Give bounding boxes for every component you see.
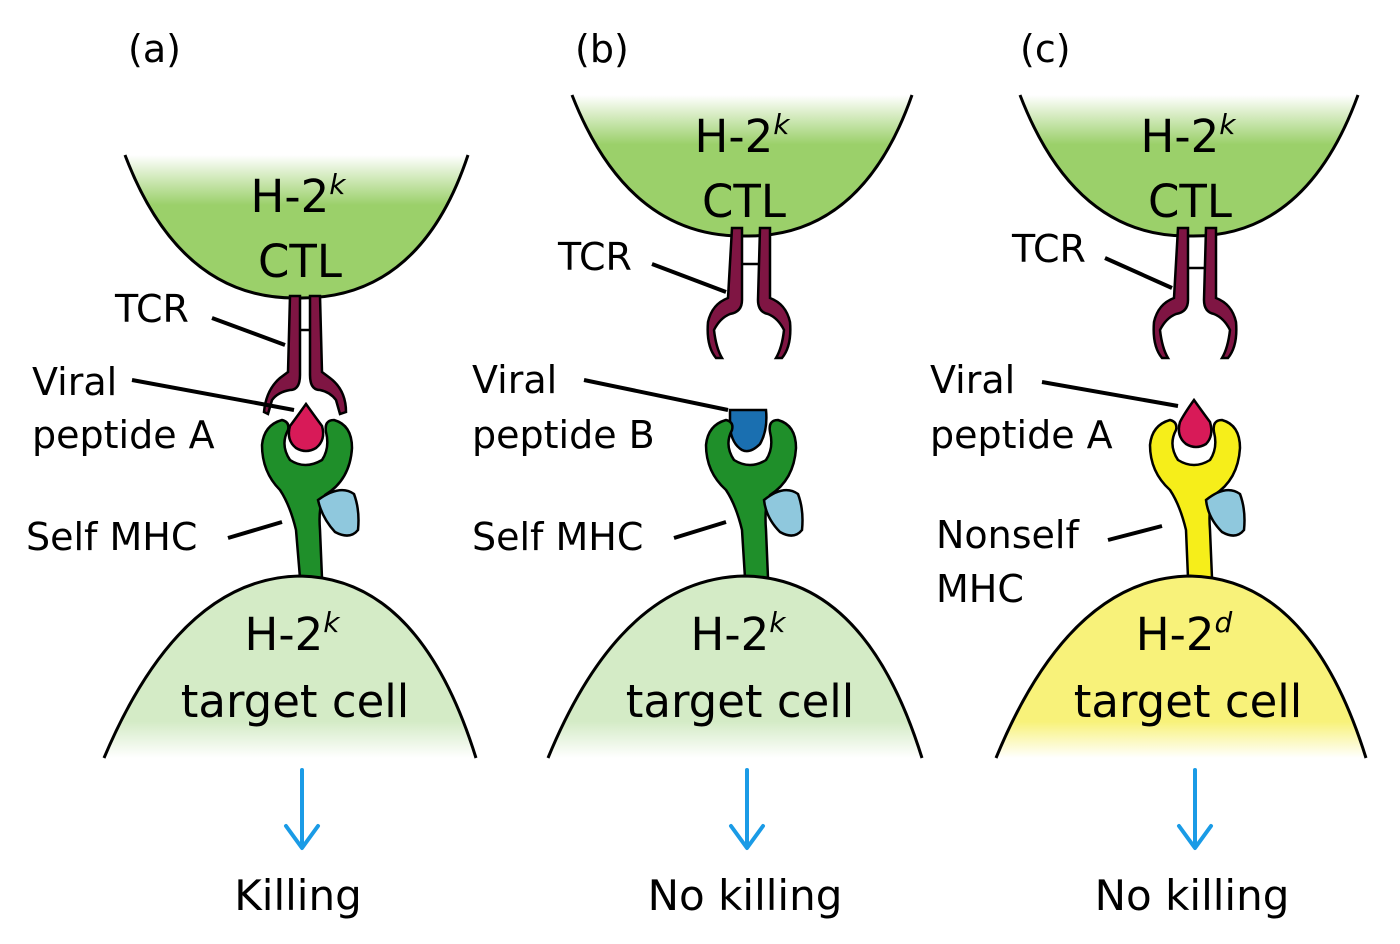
peptide-label-line1: Viral xyxy=(472,358,557,402)
tcr-leader-line xyxy=(651,262,727,294)
mhc-leader-line xyxy=(673,520,727,540)
mhc-label: Self MHC xyxy=(472,515,643,559)
beta2-microglobulin xyxy=(316,488,360,537)
ctl-haplotype: H-2k xyxy=(1141,108,1238,163)
target-cell-fill xyxy=(104,576,476,758)
ctl-name: CTL xyxy=(702,175,786,228)
tcr-receptor xyxy=(706,226,792,360)
ctl-name: CTL xyxy=(1148,175,1232,228)
viral-peptide-b xyxy=(728,408,768,453)
panel-a: (a) H-2k CTL TCR Viral peptide A Self MH… xyxy=(26,27,478,920)
panel-b: (b) H-2k CTL TCR Viral peptide B Self MH… xyxy=(472,27,924,920)
peptide-leader-line xyxy=(131,378,295,412)
tcr-label: TCR xyxy=(557,235,632,279)
target-name: target cell xyxy=(626,675,855,728)
panel-letter: (b) xyxy=(575,27,629,71)
peptide-label-line2: peptide A xyxy=(930,413,1113,457)
self-mhc xyxy=(260,418,354,580)
target-name: target cell xyxy=(181,675,410,728)
ctl-cell-fill xyxy=(1020,95,1358,237)
target-name: target cell xyxy=(1074,675,1303,728)
panel-c: (c) H-2k CTL TCR Viral peptide A Nonself… xyxy=(930,27,1368,920)
peptide-label-line2: peptide B xyxy=(472,413,655,457)
peptide-label-line2: peptide A xyxy=(32,413,215,457)
outcome-label: No killing xyxy=(1095,871,1290,920)
tcr-leader-line xyxy=(211,316,286,347)
beta2-microglobulin xyxy=(762,488,804,537)
down-arrow-icon xyxy=(1177,768,1213,850)
ctl-cell-fill xyxy=(572,95,912,237)
self-mhc xyxy=(704,418,798,580)
ctl-cell-outline xyxy=(1018,94,1360,238)
mhc-label: Self MHC xyxy=(26,515,197,559)
mhc-leader-line xyxy=(227,520,283,540)
ctl-cell-fill xyxy=(125,155,468,299)
peptide-label-line1: Viral xyxy=(930,358,1015,402)
tcr-leader-line xyxy=(1104,256,1173,290)
target-cell-fill xyxy=(996,576,1366,758)
target-cell-fill xyxy=(548,576,922,758)
target-haplotype: H-2k xyxy=(245,606,342,661)
panel-letter: (a) xyxy=(128,27,181,71)
ctl-cell-outline xyxy=(570,94,914,238)
beta2-microglobulin xyxy=(1204,488,1246,537)
target-cell-outline xyxy=(546,574,924,759)
viral-peptide-a xyxy=(1177,397,1213,449)
viral-peptide-a xyxy=(287,401,325,453)
ctl-haplotype: H-2k xyxy=(251,168,348,223)
outcome-label: No killing xyxy=(648,871,843,920)
outcome-label: Killing xyxy=(234,871,362,920)
nonself-mhc xyxy=(1148,418,1242,580)
target-cell-outline xyxy=(102,574,478,759)
down-arrow-icon xyxy=(284,768,320,850)
panel-letter: (c) xyxy=(1020,27,1071,71)
ctl-name: CTL xyxy=(258,235,342,288)
tcr-label: TCR xyxy=(114,287,189,331)
ctl-haplotype: H-2k xyxy=(695,108,792,163)
target-cell-outline xyxy=(994,574,1368,759)
mhc-label-line2: MHC xyxy=(936,567,1024,611)
peptide-leader-line xyxy=(583,378,729,412)
peptide-leader-line xyxy=(1041,380,1179,408)
down-arrow-icon xyxy=(729,768,765,850)
mhc-label-line1: Nonself xyxy=(936,513,1080,557)
tcr-receptor xyxy=(1152,226,1238,360)
peptide-label-line1: Viral xyxy=(32,360,117,404)
mhc-leader-line xyxy=(1107,524,1163,542)
tcr-receptor xyxy=(262,294,348,416)
tcr-label: TCR xyxy=(1011,227,1086,271)
target-haplotype: H-2d xyxy=(1136,606,1233,661)
target-haplotype: H-2k xyxy=(691,606,788,661)
